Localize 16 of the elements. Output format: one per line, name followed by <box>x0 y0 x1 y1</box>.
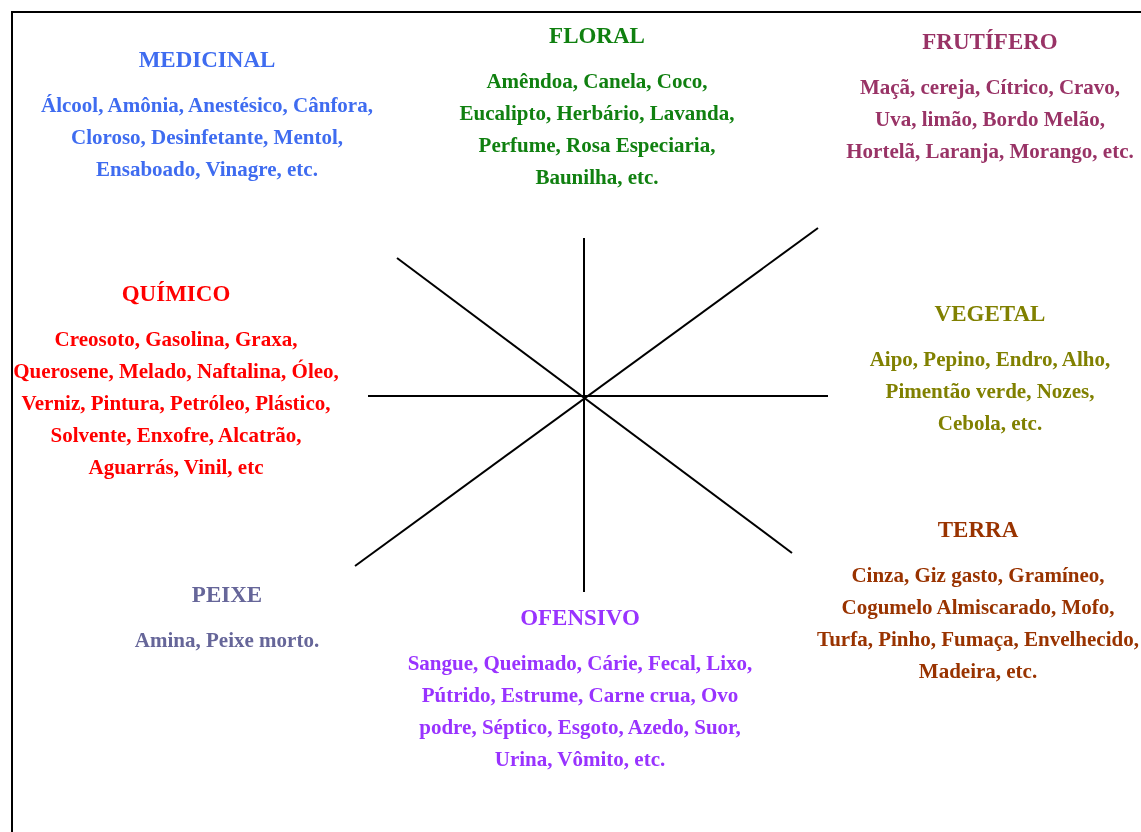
category-text: Aipo, Pepino, Endro, Alho, Pimentão verde, Nozes, Cebola, etc. <box>868 346 1112 437</box>
category-heading: FRUTÍFERO <box>922 28 1058 56</box>
category-text: Creosoto, Gasolina, Graxa, Querosene, Melado, Naftalina, Óleo, Verniz, Pintura, Petróleo, Plástico, Solvente, Enxofre, Alcatrão, Aguarrás, Vinil, etc <box>12 326 340 481</box>
category-text: Cinza, Giz gasto, Gramíneo, Cogumelo Almiscarado, Mofo, Turfa, Pinho, Fumaça, Envelhecido, Madeira, etc. <box>816 562 1140 685</box>
category-text: Sangue, Queimado, Cárie, Fecal, Lixo, Pútrido, Estrume, Carne crua, Ovo podre, Séptico, Esgoto, Azedo, Suor, Urina, Vômito, etc. <box>407 650 753 773</box>
category-heading: QUÍMICO <box>121 280 231 308</box>
category-heading: VEGETAL <box>934 300 1046 328</box>
category-heading: MEDICINAL <box>138 46 276 74</box>
category-text: Maçã, cereja, Cítrico, Cravo, Uva, limão, Bordo Melão, Hortelã, Laranja, Morango, etc. <box>845 74 1135 165</box>
category-heading: OFENSIVO <box>520 604 640 632</box>
category-text: Amina, Peixe morto. <box>133 627 321 654</box>
category-text: Amêndoa, Canela, Coco, Eucalipto, Herbário, Lavanda, Perfume, Rosa Especiaria, Baunilha, etc. <box>458 68 736 191</box>
category-text: Álcool, Amônia, Anestésico, Cânfora, Cloroso, Desinfetante, Mentol, Ensaboado, Vinagre, etc. <box>40 92 374 183</box>
category-heading: TERRA <box>937 516 1019 544</box>
category-heading: FLORAL <box>549 22 645 50</box>
category-heading: PEIXE <box>191 581 263 609</box>
